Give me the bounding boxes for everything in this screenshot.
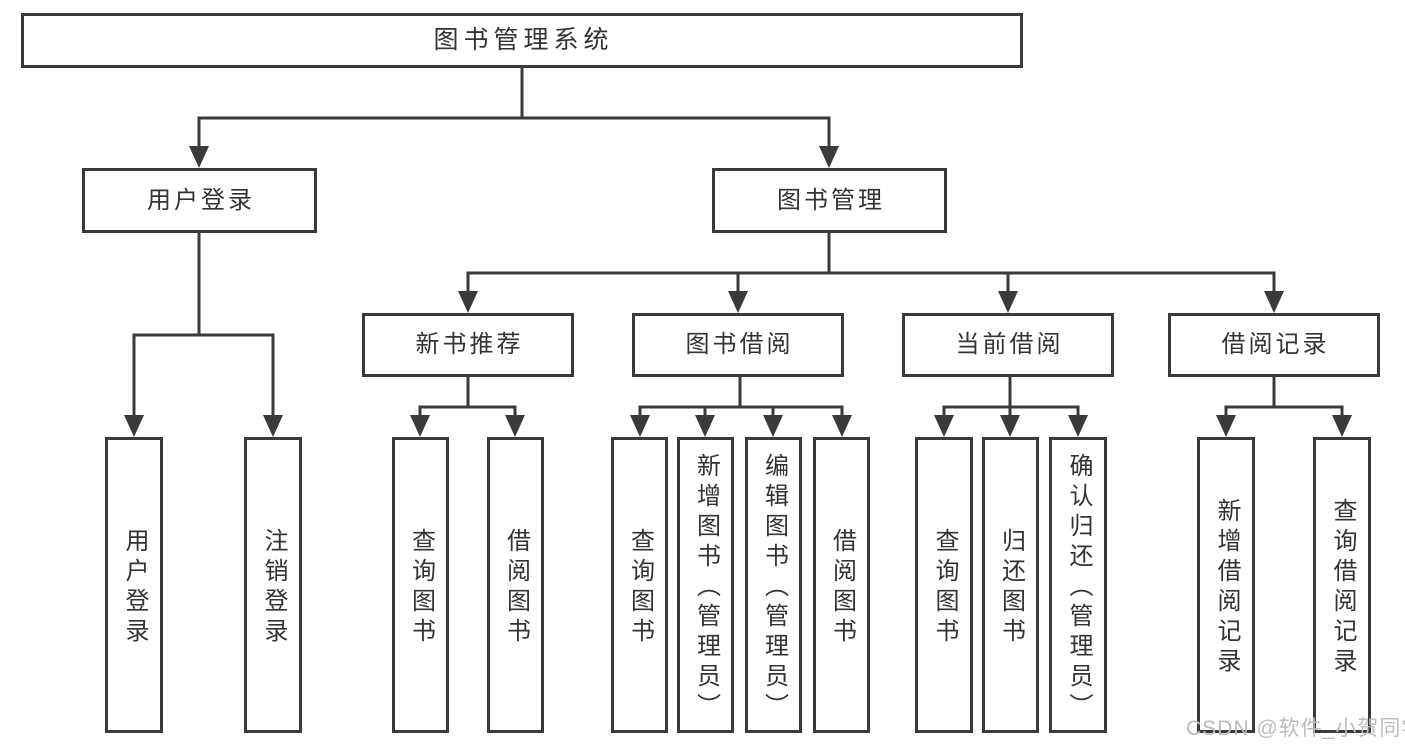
leaf-query-book-borrow: 查询图书 bbox=[611, 437, 668, 733]
leaf-borrow-book-recommend: 借阅图书 bbox=[487, 437, 544, 733]
node-label: 当前借阅 bbox=[955, 331, 1064, 358]
leaf-query-borrow-record: 查询借阅记录 bbox=[1313, 437, 1371, 733]
node-label: 查询图书 bbox=[626, 528, 654, 648]
node-label: 图书管理 bbox=[777, 186, 885, 214]
node-label: 新书推荐 bbox=[415, 331, 524, 358]
node-label: 归还图书 bbox=[997, 528, 1025, 648]
leaf-query-book-recommend: 查询图书 bbox=[392, 437, 449, 733]
node-label: 新增借阅记录 bbox=[1213, 498, 1240, 678]
node-borrow-records: 借阅记录 bbox=[1168, 313, 1380, 377]
node-label: 图书借阅 bbox=[685, 331, 794, 358]
leaf-borrow-book: 借阅图书 bbox=[813, 437, 870, 733]
node-label: 编辑图书（管理员） bbox=[760, 453, 788, 723]
node-label: 图书管理系统 bbox=[433, 26, 614, 54]
leaf-return-book: 归还图书 bbox=[982, 437, 1039, 733]
leaf-query-book-current: 查询图书 bbox=[915, 437, 973, 733]
node-label: 借阅图书 bbox=[828, 528, 856, 648]
node-label: 查询图书 bbox=[931, 528, 958, 648]
leaf-user-login: 用户登录 bbox=[105, 437, 163, 733]
node-label: 借阅图书 bbox=[502, 528, 530, 648]
leaf-edit-book-admin: 编辑图书（管理员） bbox=[745, 437, 802, 733]
node-library-management-system: 图书管理系统 bbox=[21, 13, 1023, 68]
node-label: 用户登录 bbox=[147, 186, 255, 214]
node-book-management: 图书管理 bbox=[712, 168, 947, 233]
node-label: 用户登录 bbox=[121, 528, 148, 648]
node-label: 注销登录 bbox=[260, 528, 287, 648]
node-new-book-recommend: 新书推荐 bbox=[362, 313, 574, 377]
leaf-add-book-admin: 新增图书（管理员） bbox=[677, 437, 734, 733]
node-user-login: 用户登录 bbox=[82, 168, 317, 233]
node-label: 新增图书（管理员） bbox=[692, 453, 720, 723]
node-label: 查询借阅记录 bbox=[1329, 498, 1356, 678]
leaf-confirm-return-admin: 确认归还（管理员） bbox=[1049, 437, 1107, 733]
node-label: 确认归还（管理员） bbox=[1065, 453, 1092, 723]
csdn-watermark: CSDN @软件_小贺同学 bbox=[1186, 717, 1405, 740]
node-label: 借阅记录 bbox=[1221, 331, 1330, 358]
leaf-add-borrow-record: 新增借阅记录 bbox=[1197, 437, 1255, 733]
node-label: 查询图书 bbox=[407, 528, 435, 648]
leaf-logout-login: 注销登录 bbox=[244, 437, 302, 733]
node-current-borrow: 当前借阅 bbox=[902, 313, 1114, 377]
node-book-borrow: 图书借阅 bbox=[632, 313, 844, 377]
